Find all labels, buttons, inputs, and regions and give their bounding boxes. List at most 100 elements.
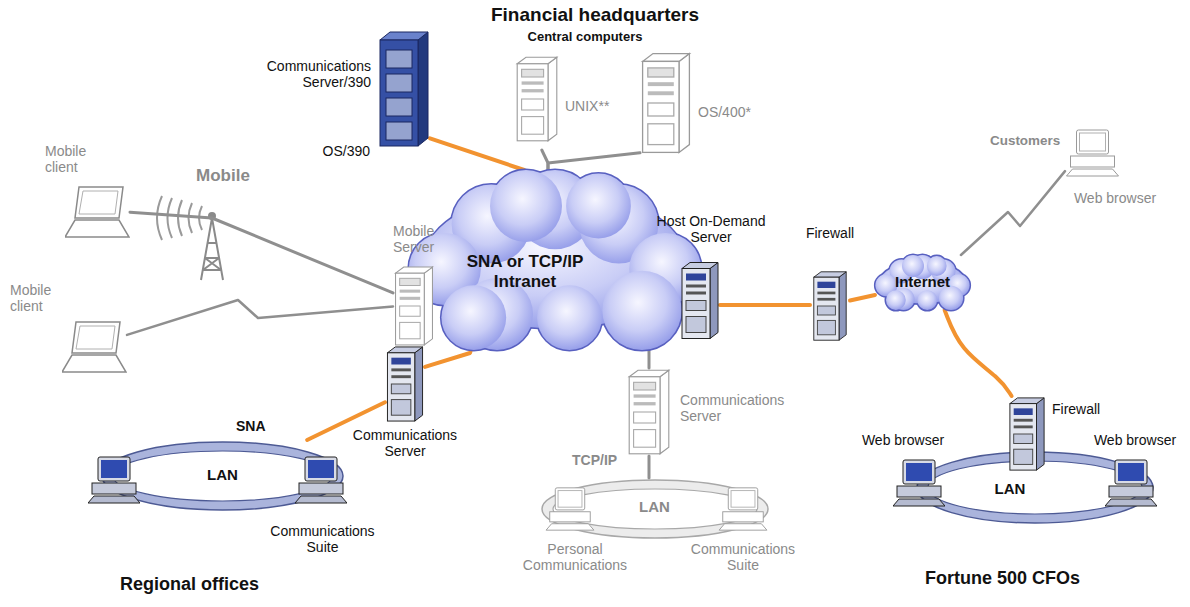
node-label: LAN	[200, 466, 245, 483]
workstation-icon	[1105, 458, 1157, 508]
mobile-server-icon	[393, 265, 435, 347]
network-link	[127, 300, 393, 335]
node-label: Internet	[875, 273, 970, 290]
cloud-shape	[409, 170, 701, 350]
communications-server-icon	[625, 368, 673, 456]
as400-server-icon	[640, 48, 692, 158]
node-label: Web browser	[1065, 190, 1165, 206]
communications-server: Communications Server	[385, 345, 425, 423]
group-heading: Central computers	[515, 30, 655, 45]
customer-pc-symbol	[1067, 130, 1119, 176]
node-label: Web browser	[1085, 432, 1185, 448]
communications-server-symbol	[387, 347, 422, 421]
workstation-icon	[545, 486, 595, 532]
unix-server-icon	[515, 48, 559, 150]
network-link	[425, 350, 471, 367]
workstation: Web browser	[1105, 458, 1157, 508]
group-heading: Fortune 500 CFOs	[925, 568, 1165, 589]
mainframe-server-symbol	[380, 32, 428, 146]
host-server-icon	[680, 258, 720, 343]
workstation-symbol	[1105, 460, 1157, 506]
node-label: OS/390	[298, 143, 370, 159]
workstation-symbol	[546, 488, 594, 530]
workstation-symbol	[893, 460, 945, 506]
network-link	[548, 153, 640, 170]
node-label: Communications Server	[680, 392, 792, 424]
node-label: Web browser	[853, 432, 953, 448]
network-link	[961, 171, 1065, 255]
radio-tower	[201, 213, 223, 280]
customer-pc: CustomersWeb browser	[1065, 128, 1120, 178]
mobile-server: Mobile Server	[393, 265, 435, 347]
protocol-label: SNA	[236, 418, 280, 434]
node-label: Communications Suite	[683, 541, 803, 573]
node-label: Customers	[990, 133, 1060, 148]
firewall-server: Firewall	[810, 270, 850, 342]
network-link	[130, 212, 393, 293]
network-link	[850, 295, 875, 301]
workstation-icon	[893, 458, 945, 508]
node-label: Mobile client	[10, 282, 66, 314]
mobile-laptop-icon	[62, 320, 127, 375]
node-label: LAN	[632, 498, 677, 515]
unix-server-symbol	[517, 57, 557, 141]
mobile-laptop-symbol	[62, 322, 126, 372]
node-label: Communications Server	[345, 427, 465, 459]
firewall-server-icon	[1008, 396, 1046, 472]
mainframe-server-icon	[378, 30, 430, 148]
node-label: Personal Communications	[520, 541, 630, 573]
workstation-symbol	[719, 488, 767, 530]
workstation: Personal Communications	[545, 486, 595, 532]
mobile-server-symbol	[396, 267, 433, 345]
as400-server-symbol	[643, 54, 690, 153]
mobile-laptop: Mobile client	[65, 185, 130, 240]
group-heading: Mobile	[196, 166, 266, 186]
node-label: UNIX**	[565, 98, 627, 114]
host-server: Host On-Demand Server	[680, 258, 720, 343]
group-heading: Regional offices	[120, 574, 320, 595]
network-link	[945, 310, 1012, 396]
node-label: LAN	[985, 480, 1035, 497]
intranet-cloud: SNA or TCP/IP Intranet	[410, 170, 700, 350]
workstation: Communications Suite	[295, 455, 347, 505]
cloud-shape	[875, 255, 969, 310]
workstation-symbol	[295, 457, 347, 503]
workstation	[88, 457, 140, 503]
diagram-title: Financial headquarters	[480, 4, 710, 26]
node-label: Host On-Demand Server	[652, 213, 770, 245]
as400-server: OS/400*	[640, 48, 692, 158]
protocol-label: TCP/IP	[572, 452, 624, 468]
network-link	[648, 350, 651, 368]
customer-pc-icon	[1065, 128, 1120, 178]
internet-cloud: Internet	[875, 255, 970, 310]
network-link	[648, 456, 651, 478]
unix-server: UNIX**	[515, 48, 559, 150]
mobile-laptop-icon	[65, 185, 130, 240]
node-label: Mobile client	[45, 143, 101, 175]
node-label: Mobile Server	[393, 223, 451, 255]
firewall-server: Firewall	[1008, 396, 1046, 472]
workstation-icon	[295, 455, 347, 505]
firewall-server-icon	[810, 270, 850, 342]
mobile-laptop: Mobile client	[62, 320, 127, 375]
communications-server-icon	[385, 345, 425, 423]
workstation-icon	[718, 486, 768, 532]
node-label: Firewall	[795, 225, 865, 241]
workstation: Communications Suite	[718, 486, 768, 532]
workstation: Web browser	[893, 458, 945, 508]
firewall-server-symbol	[1010, 398, 1044, 470]
communications-server: Communications Server	[625, 368, 673, 456]
node-label: SNA or TCP/IP Intranet	[450, 252, 600, 291]
mainframe-server: Communications Server/390OS/390	[378, 30, 430, 148]
communications-server-symbol	[629, 370, 669, 454]
node-label: Communications Server/390	[263, 58, 371, 90]
network-link	[430, 138, 524, 170]
mobile-laptop-symbol	[65, 187, 129, 237]
lan-ring	[542, 480, 768, 538]
host-server-symbol	[682, 263, 718, 339]
network-link	[720, 303, 810, 307]
node-label: Firewall	[1052, 401, 1118, 417]
node-label: OS/400*	[698, 104, 770, 120]
node-label: Communications Suite	[260, 523, 385, 555]
